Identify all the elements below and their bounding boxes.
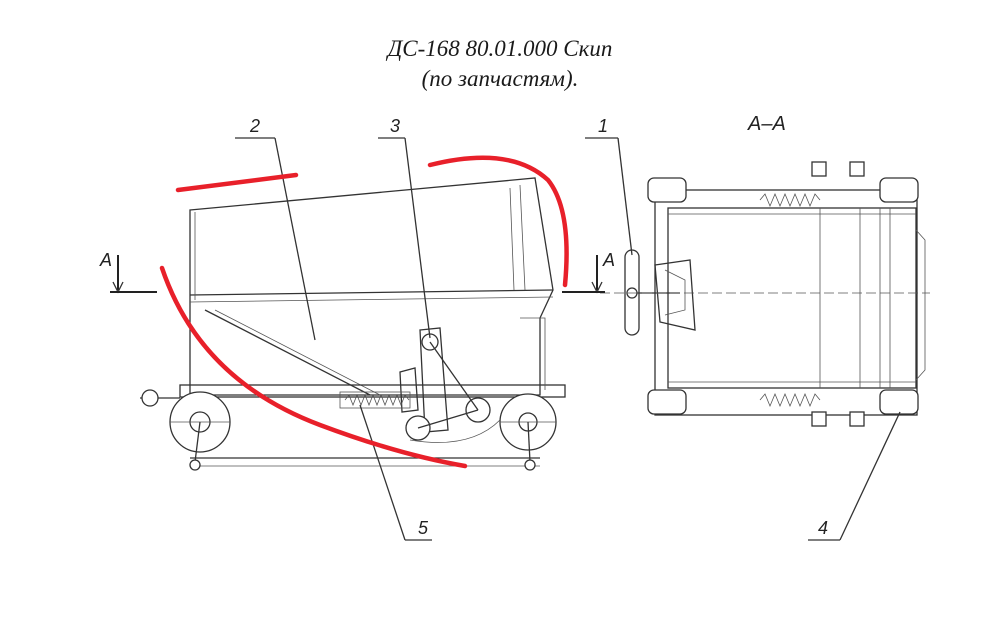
- drawing-title: ДС-168 80.01.000 Скип: [387, 36, 613, 61]
- callout-1: 1: [585, 116, 633, 256]
- cut-mark-left: A: [99, 250, 157, 294]
- section-label: A–A: [747, 113, 786, 135]
- callout-label-1: 1: [598, 116, 608, 136]
- side-view: [140, 177, 566, 471]
- wheel-4: [879, 389, 919, 415]
- wheel-rear: [499, 393, 557, 471]
- callout-label-2: 2: [249, 116, 260, 136]
- callout-3: 3: [378, 116, 431, 339]
- spring: [339, 391, 411, 409]
- cut-mark-left-label: A: [99, 250, 112, 270]
- hopper-body: [189, 177, 554, 396]
- section-frame: [654, 189, 918, 416]
- highlight-bottom-curve: [159, 265, 468, 469]
- red-highlights: [159, 155, 569, 469]
- section-wheels: [647, 161, 919, 427]
- callout-label-3: 3: [390, 116, 400, 136]
- callout-5: 5: [359, 404, 432, 541]
- highlight-top-right: [427, 155, 569, 288]
- callout-2: 2: [235, 116, 316, 341]
- callout-label-5: 5: [418, 518, 429, 538]
- cut-mark-right: A: [562, 250, 615, 294]
- highlight-top-left: [175, 172, 299, 193]
- callout-4: 4: [808, 411, 901, 541]
- hitch: [624, 249, 696, 336]
- drawing-subtitle: (по запчастям).: [421, 66, 579, 91]
- callout-label-4: 4: [818, 518, 828, 538]
- cut-mark-right-label: A: [602, 250, 615, 270]
- section-view: [600, 161, 930, 427]
- wheel-front: [169, 391, 231, 471]
